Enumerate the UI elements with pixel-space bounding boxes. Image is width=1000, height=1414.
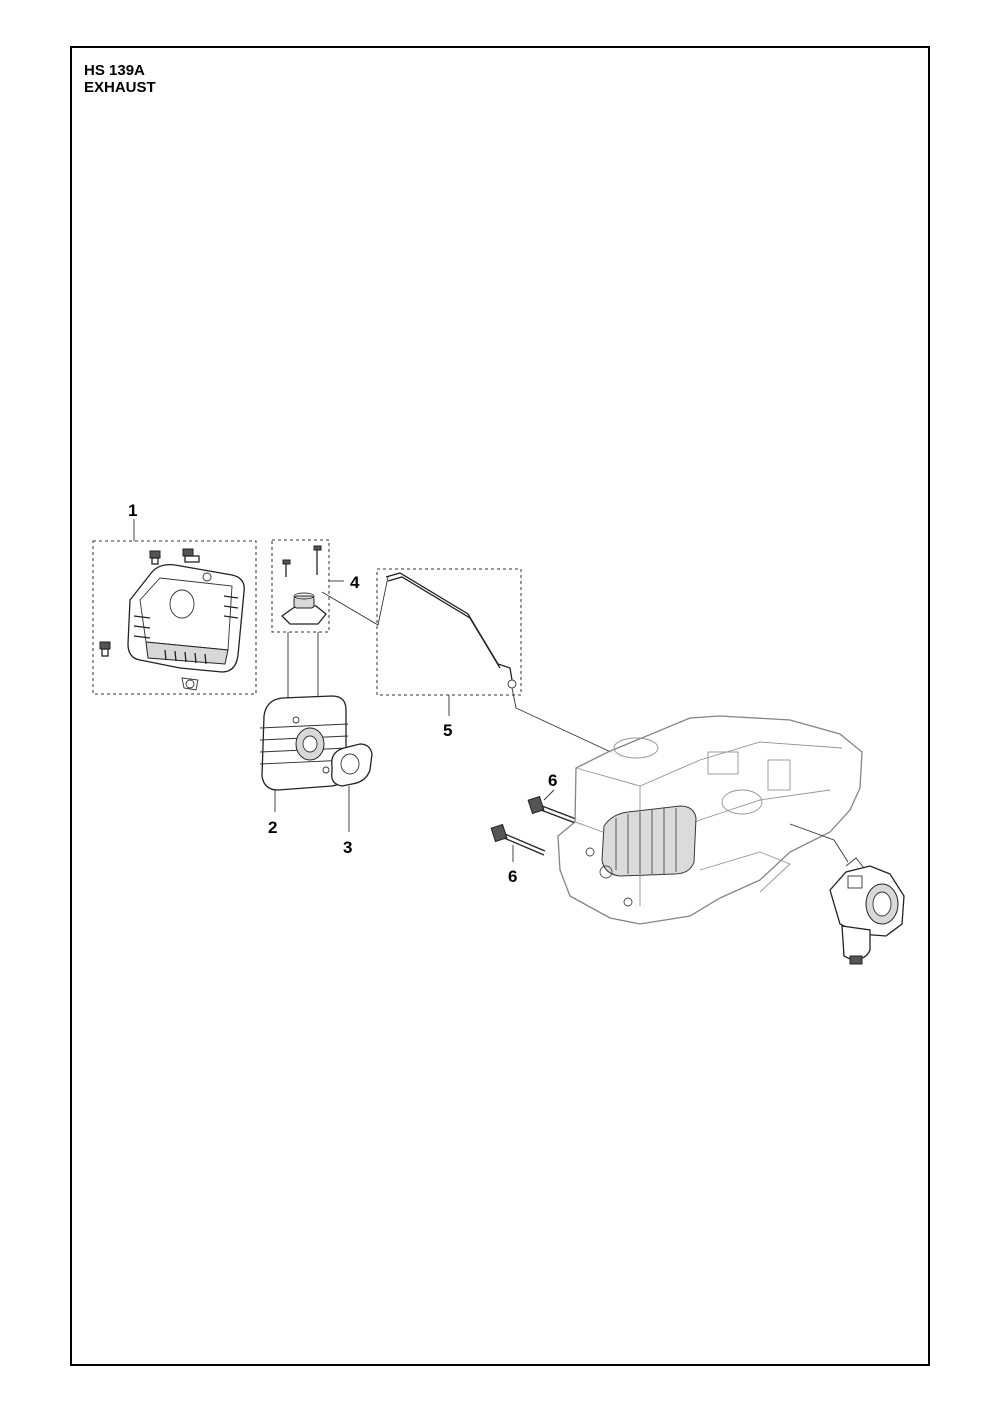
- part-3-gasket: [331, 743, 373, 832]
- bolt: [149, 550, 161, 565]
- model-title: HS 139A: [84, 62, 145, 79]
- callout-6-upper: 6: [548, 771, 557, 790]
- screw: [313, 545, 322, 575]
- screw: [282, 559, 291, 577]
- callout-2: 2: [268, 818, 277, 837]
- part-5-rod-group: [376, 568, 522, 716]
- page-frame: [70, 46, 930, 1366]
- part-4-deflector-group: [271, 539, 344, 633]
- group-box-4: [271, 539, 330, 633]
- connector-4-5: [321, 576, 389, 626]
- deflector: [280, 592, 327, 625]
- part-6-bolt-lower: [490, 823, 546, 862]
- bolt: [99, 641, 111, 657]
- connector-5-engine: [511, 687, 629, 761]
- part-1-heat-shield-group: [92, 519, 257, 695]
- heat-shield: [127, 564, 245, 691]
- callout-5: 5: [443, 721, 452, 740]
- group-box-1: [92, 540, 257, 695]
- leader-6a: [543, 789, 555, 801]
- carburetor: [829, 857, 905, 965]
- callout-6-lower: 6: [508, 867, 517, 886]
- callout-1: 1: [128, 501, 137, 520]
- governor-rod: [385, 572, 513, 681]
- cylinder-fins: [601, 805, 697, 877]
- section-title: EXHAUST: [84, 79, 156, 96]
- connector-engine-carb: [789, 823, 849, 863]
- part-2-muffler: [259, 632, 349, 812]
- group-box-5: [376, 568, 522, 696]
- callout-3: 3: [343, 838, 352, 857]
- bolt: [182, 548, 200, 563]
- engine-block: [557, 715, 863, 925]
- callout-4: 4: [350, 573, 360, 592]
